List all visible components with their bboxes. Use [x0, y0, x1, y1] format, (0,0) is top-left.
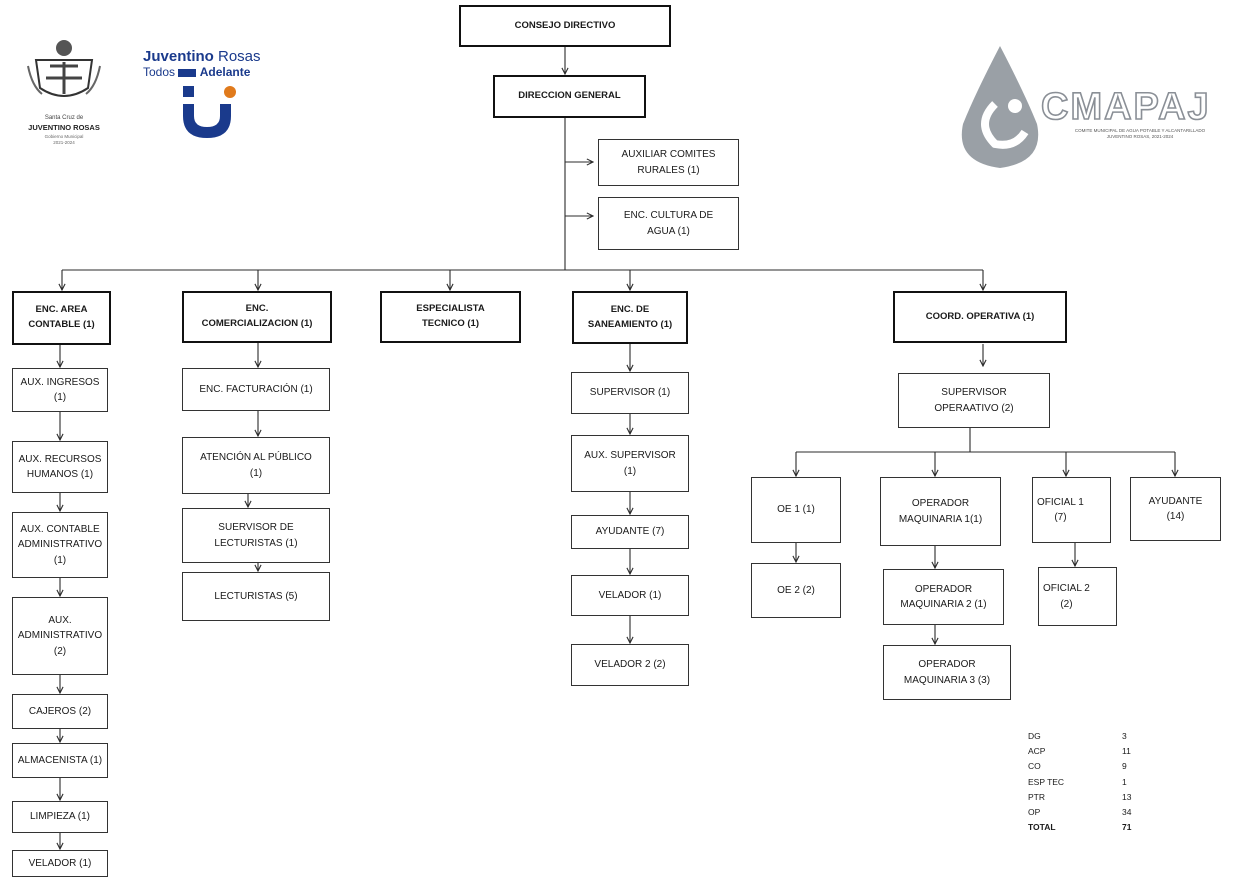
box-consejo-directivo: CONSEJO DIRECTIVO [459, 5, 671, 47]
box-aux-contable-administrativo: AUX. CONTABLE ADMINISTRATIVO (1) [12, 512, 108, 578]
coat-of-arms-icon [27, 40, 101, 97]
box-aux-administrativo: AUX. ADMINISTRATIVO (2) [12, 597, 108, 675]
municipality-government: Gobierno Municipal 2021-2024 [44, 134, 84, 145]
box-oe1: OE 1 (1) [751, 477, 841, 543]
box-cajeros: CAJEROS (2) [12, 694, 108, 729]
campaign-u-icon [183, 86, 236, 138]
summary-total-row: TOTAL 71 [1028, 820, 1131, 835]
box-velador-contable: VELADOR (1) [12, 850, 108, 877]
summary-row: ESP TEC 1 [1028, 775, 1131, 790]
box-lecturistas: LECTURISTAS (5) [182, 572, 330, 621]
municipality-name: JUVENTINO ROSAS [28, 123, 100, 132]
summary-value: 34 [1122, 807, 1132, 818]
box-ayudante-operativa: AYUDANTE (14) [1130, 477, 1221, 541]
box-aux-ingresos: AUX. INGRESOS (1) [12, 368, 108, 412]
summary-key: ACP [1028, 746, 1046, 757]
summary-key: DG [1028, 731, 1041, 741]
summary-row: CO 9 [1028, 759, 1131, 774]
cmapaj-name: CMAPAJ [1040, 85, 1211, 129]
box-velador-saneamiento: VELADOR (1) [571, 575, 689, 616]
box-atencion-al-publico: ATENCIÓN AL PÚBLICO (1) [182, 437, 330, 494]
box-suervisor-lecturistas: SUERVISOR DE LECTURISTAS (1) [182, 508, 330, 563]
summary-key: PTR [1028, 791, 1045, 802]
box-supervisor-operativo: SUPERVISOR OPERAATIVO (2) [898, 373, 1050, 428]
box-aux-recursos-humanos: AUX. RECURSOS HUMANOS (1) [12, 441, 108, 493]
municipality-line1: Santa Cruz de [44, 115, 84, 121]
campaign-name: Juventino Rosas [143, 48, 261, 65]
summary-key: CO [1028, 761, 1041, 772]
summary-row: DG 3 [1028, 729, 1131, 744]
summary-row: PTR 13 [1028, 790, 1131, 805]
box-enc-saneamiento: ENC. DE SANEAMIENTO (1) [572, 291, 688, 344]
summary-value: 11 [1122, 746, 1131, 757]
campaign-slogan: Todos Adelante [143, 65, 251, 79]
summary-key: OP [1028, 807, 1041, 818]
box-ayudante-saneamiento: AYUDANTE (7) [571, 515, 689, 549]
summary-value: 1 [1122, 776, 1127, 787]
cmapaj-logo: CMAPAJ COMITE MUNICIPAL DE AGUA POTABLE … [955, 44, 1235, 174]
summary-total-key: TOTAL [1028, 822, 1056, 833]
box-almacenista: ALMACENISTA (1) [12, 743, 108, 778]
summary-value: 13 [1122, 791, 1132, 802]
box-enc-facturacion: ENC. FACTURACIÓN (1) [182, 368, 330, 411]
box-enc-area-contable: ENC. AREA CONTABLE (1) [12, 291, 111, 345]
box-supervisor: SUPERVISOR (1) [571, 372, 689, 414]
summary-total-value: 71 [1122, 822, 1132, 833]
box-operador-maquinaria-3: OPERADOR MAQUINARIA 3 (3) [883, 645, 1011, 700]
box-especialista-tecnico: ESPECIALISTA TECNICO (1) [380, 291, 521, 343]
box-coord-operativa: COORD. OPERATIVA (1) [893, 291, 1067, 343]
summary-value: 3 [1122, 731, 1127, 741]
box-operador-maquinaria-1: OPERADOR MAQUINARIA 1(1) [880, 477, 1001, 546]
summary-key: ESP TEC [1028, 776, 1065, 787]
summary-value: 9 [1122, 761, 1127, 772]
staff-summary-table: DG 3 ACP 11 CO 9 ESP TEC 1 PTR 13 OP 34 TOTAL 7… [1028, 729, 1131, 835]
box-oficial-1: OFICIAL 1 (7) [1032, 477, 1111, 543]
box-limpieza: LIMPIEZA (1) [12, 801, 108, 833]
box-oficial-2: OFICIAL 2 (2) [1038, 567, 1117, 626]
cmapaj-subtitle: COMITE MUNICIPAL DE AGUA POTABLE Y ALCAN… [1074, 128, 1206, 139]
summary-row: OP 34 [1028, 805, 1131, 820]
box-oe2: OE 2 (2) [751, 563, 841, 618]
campaign-logo: Juventino Rosas Todos Adelante [143, 48, 273, 158]
box-enc-comercializacion: ENC. COMERCIALIZACION (1) [182, 291, 332, 343]
water-drop-icon [961, 46, 1039, 168]
box-direccion-general: DIRECCION GENERAL [493, 75, 646, 118]
box-auxiliar-comites-rurales: AUXILIAR COMITES RURALES (1) [598, 139, 739, 186]
municipality-logo: Santa Cruz de JUVENTINO ROSAS Gobierno M… [14, 36, 114, 186]
summary-row: ACP 11 [1028, 744, 1131, 759]
box-enc-cultura-agua: ENC. CULTURA DE AGUA (1) [598, 197, 739, 250]
box-aux-supervisor: AUX. SUPERVISOR (1) [571, 435, 689, 492]
box-operador-maquinaria-2: OPERADOR MAQUINARIA 2 (1) [883, 569, 1004, 625]
box-velador-2: VELADOR 2 (2) [571, 644, 689, 686]
